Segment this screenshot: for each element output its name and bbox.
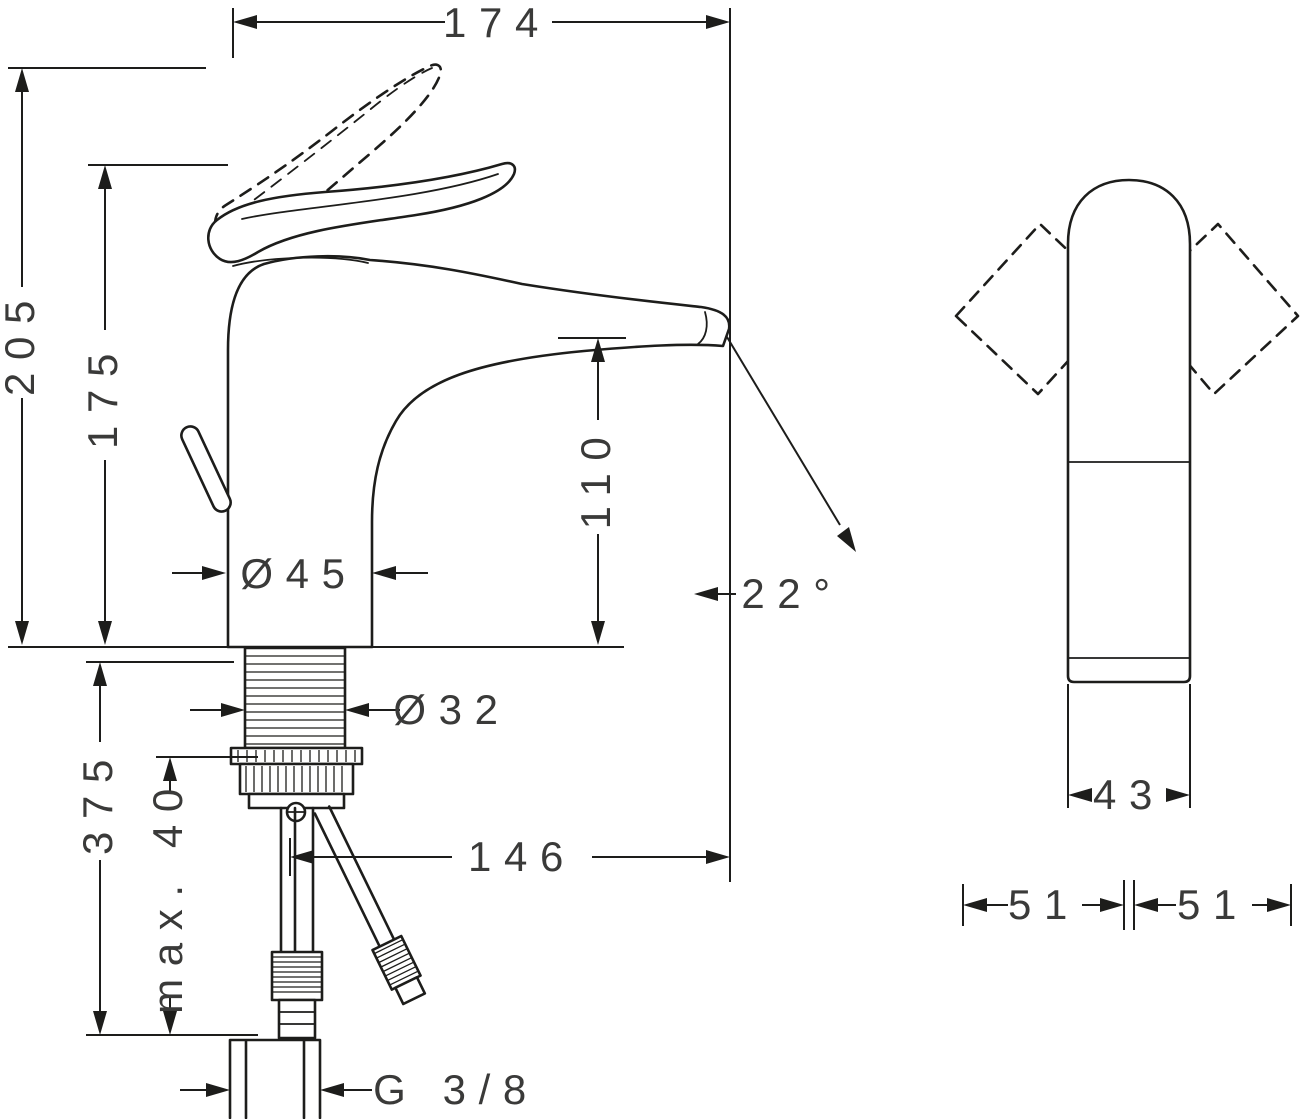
- connection-pipe: [228, 1038, 322, 1119]
- front-body-outline: [1066, 178, 1192, 684]
- arrowhead-down: [93, 1011, 107, 1035]
- arrowhead-left: [290, 850, 314, 864]
- dimension-label-max-deck-thickness: max. 40: [144, 776, 191, 1014]
- supply-hose-vertical: [279, 806, 315, 954]
- hose-fitting-angled-braid: [373, 939, 419, 986]
- front-view: [954, 178, 1300, 684]
- arrowhead-up: [15, 68, 29, 92]
- handle-raised-dashed-inner-line: [237, 67, 433, 213]
- threaded-shank: [243, 646, 347, 750]
- dimension-total-height: 205: [0, 67, 206, 645]
- dimension-max-deck-thickness: max. 40: [144, 756, 258, 1035]
- dimension-front-half-widths: 51 51: [962, 880, 1292, 930]
- dimension-handle-height: 175: [79, 164, 228, 645]
- dimension-label-spout-angle: 22°: [741, 570, 842, 617]
- dimension-front-body-width: 43: [1067, 684, 1191, 818]
- dimension-label-outlet-height: 110: [572, 425, 619, 530]
- arrowhead-right: [221, 703, 245, 717]
- arrowhead-left: [345, 703, 369, 717]
- arrowhead-right: [706, 15, 730, 29]
- pop-up-rod: [180, 425, 232, 513]
- hose-nut-vertical: [277, 998, 317, 1040]
- arrowhead-up: [93, 662, 107, 686]
- arrowhead-left: [1068, 788, 1092, 802]
- hose-fitting-vertical: [270, 950, 324, 1002]
- supply-hose-angled: [313, 805, 427, 1006]
- arrowhead-up: [163, 757, 177, 781]
- arrowhead-left: [372, 566, 396, 580]
- dimension-connection-thread: G 3/8: [180, 1066, 539, 1113]
- thread-hatch: [245, 655, 345, 745]
- arrowhead-right-outer: [1267, 898, 1291, 912]
- arrowhead-up: [98, 165, 112, 189]
- dimension-label-body-diameter: Ø45: [240, 550, 357, 597]
- handle-lever-outline: [207, 161, 517, 264]
- arrowhead-right: [706, 850, 730, 864]
- arrowhead-right-inner: [1134, 898, 1158, 912]
- angle-leader-line: [726, 336, 841, 526]
- arrowhead-down: [163, 1011, 177, 1035]
- arrowhead-up: [591, 338, 605, 362]
- arrowhead-down: [15, 621, 29, 645]
- hose-fitting-vertical-braid: [272, 956, 322, 993]
- nut-hatch: [245, 766, 343, 792]
- angle-arrowhead: [837, 527, 856, 552]
- supply-hose-angled-lines: [313, 805, 396, 948]
- dimension-label-handle-height: 175: [79, 341, 126, 449]
- arrowhead-down: [98, 621, 112, 645]
- dimension-tip-projection: 146: [289, 833, 730, 880]
- dimension-spout-angle: 22°: [694, 336, 856, 617]
- angle-pointer-arrowhead: [694, 587, 718, 601]
- arrowhead-right: [1166, 788, 1190, 802]
- ext-line: [1067, 684, 1191, 808]
- dimension-label-spout-reach: 174: [443, 0, 551, 46]
- mounting-nut: [238, 762, 355, 796]
- dimension-outlet-height: 110: [558, 337, 626, 645]
- arrowhead-down: [591, 621, 605, 645]
- hose-nut-angled: [394, 976, 427, 1006]
- dimension-label-below-deck-length: 375: [74, 747, 121, 855]
- dimension-label-left-half-width: 51: [1008, 881, 1080, 928]
- dimension-label-shank-diameter: Ø32: [393, 686, 510, 733]
- arrowhead-left: [320, 1083, 344, 1097]
- dimension-body-diameter: Ø45: [172, 550, 428, 597]
- arrowhead-left: [233, 15, 257, 29]
- dimension-label-tip-projection: 146: [468, 833, 576, 880]
- dimension-shank-diameter: Ø32: [190, 686, 510, 733]
- arrowhead-left-outer: [963, 898, 987, 912]
- ext-line: [232, 8, 731, 882]
- spout-outlet-detail: [697, 311, 708, 345]
- dimension-label-front-body-width: 43: [1093, 771, 1165, 818]
- dimension-label-right-half-width: 51: [1177, 881, 1249, 928]
- side-view: [8, 63, 731, 1119]
- dimension-spout-reach: 174: [232, 0, 731, 882]
- dimension-below-deck-length: 375: [74, 662, 258, 1036]
- handle-base-line: [232, 256, 369, 267]
- handle-lever-inner-line: [241, 173, 499, 220]
- arrowhead-right: [202, 566, 226, 580]
- hose-nut-vertical-lines: [278, 1011, 316, 1025]
- dimension-label-total-height: 205: [0, 288, 43, 396]
- dimension-label-connection-thread: G 3/8: [373, 1066, 539, 1113]
- arrowhead-right: [206, 1083, 230, 1097]
- arrowhead-left-inner: [1100, 898, 1124, 912]
